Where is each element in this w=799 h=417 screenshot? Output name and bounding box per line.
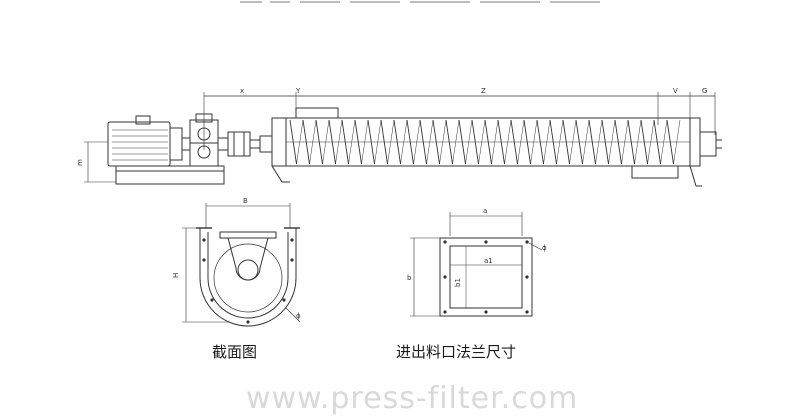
screw-flight-back xyxy=(647,119,655,165)
end-bearing xyxy=(699,131,717,157)
screw-flight-back xyxy=(504,119,512,165)
screw-flight-back xyxy=(426,119,434,165)
screw-flight-back xyxy=(322,119,330,165)
screw-flight-back xyxy=(374,119,382,165)
shaft-section xyxy=(237,259,259,281)
dim-x: x xyxy=(240,87,244,95)
bolt-holes xyxy=(202,238,294,324)
flange-caption: 进出料口法兰尺寸 xyxy=(396,343,516,361)
flange-bolt-holes xyxy=(443,240,529,314)
dim-y: Y xyxy=(295,87,301,95)
screw-flight-back xyxy=(361,119,369,165)
trough-section-outer xyxy=(199,228,297,327)
section-caption: 截面图 xyxy=(212,343,257,361)
screw-flight xyxy=(289,119,297,165)
side-view: x Y Z V G m xyxy=(76,87,722,187)
screw-flight xyxy=(315,119,323,165)
screw-flight-back xyxy=(348,119,356,165)
flange-outer xyxy=(439,237,533,317)
screw-flight xyxy=(497,119,505,165)
screw-flight-back xyxy=(400,119,408,165)
screw-flight-back xyxy=(413,119,421,165)
screw-flight-back xyxy=(673,119,681,165)
screw-flight-back xyxy=(634,119,642,165)
screw-flight-back xyxy=(465,119,473,165)
screw-flight xyxy=(380,119,388,165)
dim-v: V xyxy=(673,87,678,95)
screw-flight xyxy=(445,119,453,165)
screw-flight xyxy=(354,119,362,165)
screw-flight xyxy=(341,119,349,165)
screw-flight xyxy=(575,119,583,165)
screw-flight xyxy=(640,119,648,165)
screw-flight xyxy=(601,119,609,165)
screw-flight-back xyxy=(530,119,538,165)
dim-phi-flange: ϕ xyxy=(542,244,547,252)
dim-phi-section: ϕ xyxy=(296,312,301,320)
dim-motor-height: m xyxy=(76,159,84,166)
screw-flight-back xyxy=(491,119,499,165)
outlet-flange xyxy=(631,165,679,179)
screw-flight xyxy=(627,119,635,165)
motor-fins xyxy=(112,129,168,161)
dim-a1: a1 xyxy=(484,257,493,265)
screw-flight-back xyxy=(309,119,317,165)
dim-z: Z xyxy=(481,87,486,95)
screw-flight-back xyxy=(478,119,486,165)
section-view: B H ϕ xyxy=(172,197,301,327)
screw-flight xyxy=(666,119,674,165)
screw-flight xyxy=(562,119,570,165)
screw-flight-back xyxy=(582,119,590,165)
screw-flight-back xyxy=(439,119,447,165)
screw-flight-back xyxy=(543,119,551,165)
screw-flight xyxy=(653,119,661,165)
screw-flight xyxy=(549,119,557,165)
screw-flight-back xyxy=(660,119,668,165)
screw-flight xyxy=(588,119,596,165)
screw-flight xyxy=(432,119,440,165)
screw-flight xyxy=(523,119,531,165)
screw-flights xyxy=(289,119,681,165)
cover-plate xyxy=(219,231,277,239)
dim-b1: b1 xyxy=(454,278,462,287)
screw-flight xyxy=(406,119,414,165)
inlet-flange xyxy=(295,107,339,119)
screw-flight-back xyxy=(452,119,460,165)
screw-flight xyxy=(302,119,310,165)
flange-opening xyxy=(449,245,523,309)
screw-flight xyxy=(419,119,427,165)
screw-flight-back xyxy=(387,119,395,165)
motor-body xyxy=(107,121,171,167)
screw-flight-back xyxy=(595,119,603,165)
flange-view: a b a1 b1 ϕ xyxy=(407,207,547,317)
dim-h: H xyxy=(172,273,180,278)
screw-flight-back xyxy=(556,119,564,165)
screw-flight-back xyxy=(296,119,304,165)
screw-flight xyxy=(471,119,479,165)
screw-flight-back xyxy=(517,119,525,165)
screw-flight-back xyxy=(335,119,343,165)
dim-b-flange: b xyxy=(407,274,412,282)
watermark: www.press-filter.com xyxy=(246,381,578,416)
screw-flight xyxy=(393,119,401,165)
screw-flight xyxy=(484,119,492,165)
screw-flight xyxy=(614,119,622,165)
coupling xyxy=(227,131,251,157)
screw-flight-back xyxy=(608,119,616,165)
screw-flight xyxy=(458,119,466,165)
screw-flight xyxy=(510,119,518,165)
screw-flight xyxy=(536,119,544,165)
screw-flight-back xyxy=(621,119,629,165)
dim-a: a xyxy=(483,207,487,215)
base-frame xyxy=(115,165,225,185)
screw-flight xyxy=(328,119,336,165)
dim-b: B xyxy=(243,197,248,205)
screw-flight-back xyxy=(569,119,577,165)
trough-section-inner xyxy=(207,232,289,319)
screw-flight xyxy=(367,119,375,165)
dim-g: G xyxy=(702,87,707,95)
